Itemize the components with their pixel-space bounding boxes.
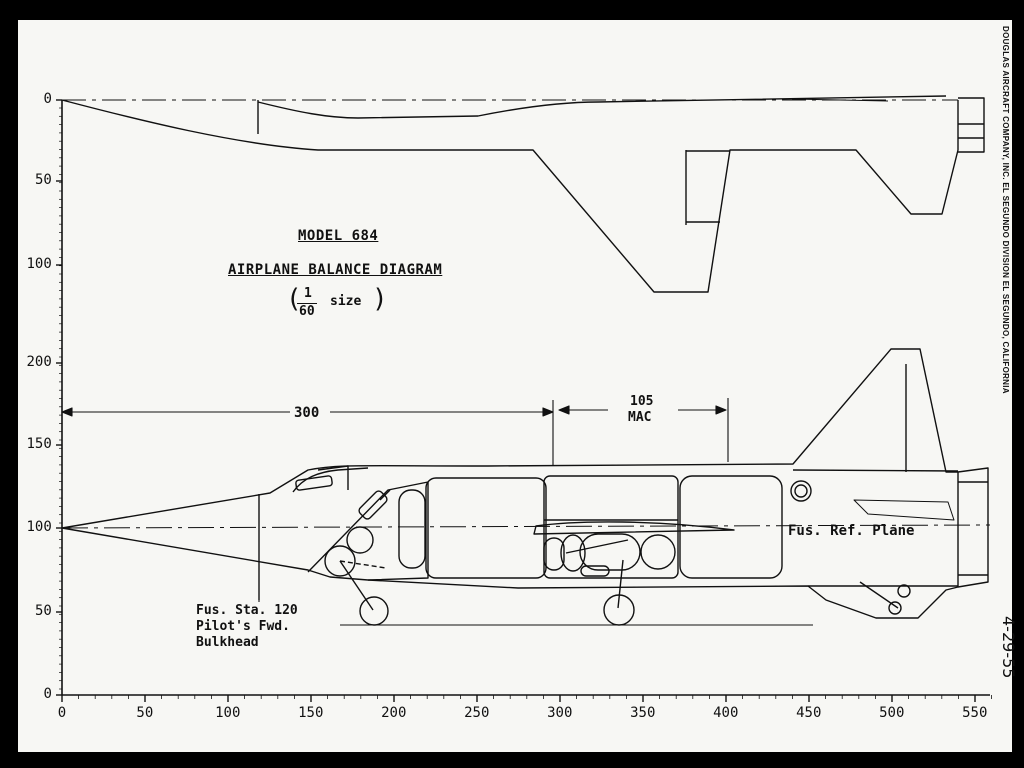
- y-tick-label: 0: [43, 91, 52, 107]
- y-axis-ticks: [56, 99, 62, 696]
- balance-diagram: [56, 95, 992, 702]
- x-tick-label: 150: [298, 705, 324, 721]
- y-tick-label: 50: [35, 172, 52, 188]
- plan-view: [61, 95, 985, 293]
- scale-denominator: 60: [297, 303, 317, 319]
- x-tick-label: 100: [215, 705, 241, 721]
- fus-ref-plane-label: Fus. Ref. Plane: [788, 523, 915, 539]
- axes: [56, 99, 992, 702]
- y-tick-label: 100: [26, 256, 52, 272]
- scale-word: size: [330, 294, 362, 309]
- x-axis-ticks: [61, 695, 992, 702]
- fus-sta-line1: Fus. Sta. 120: [196, 603, 298, 618]
- fus-sta-line3: Bulkhead: [196, 635, 259, 650]
- x-tick-label: 0: [57, 705, 67, 721]
- model-title: MODEL 684: [298, 228, 379, 244]
- x-tick-label: 500: [879, 705, 905, 721]
- diagram-subtitle: AIRPLANE BALANCE DIAGRAM: [228, 262, 443, 278]
- dim-mac-label: MAC: [628, 410, 652, 425]
- y-tick-label: 200: [26, 354, 52, 370]
- x-tick-label: 400: [713, 705, 739, 721]
- y-tick-label: 0: [43, 686, 52, 702]
- y-tick-label: 50: [35, 603, 52, 619]
- y-tick-label: 150: [26, 436, 52, 452]
- x-tick-label: 350: [630, 705, 656, 721]
- scale-numerator: 1: [304, 286, 312, 301]
- x-tick-label: 550: [962, 705, 988, 721]
- scale-close-paren: ): [372, 284, 388, 314]
- dim-mac-value: 105: [630, 394, 654, 409]
- y-tick-label: 100: [26, 519, 52, 535]
- x-tick-label: 300: [547, 705, 573, 721]
- company-block: DOUGLAS AIRCRAFT COMPANY, INC. EL SEGUND…: [1001, 26, 1010, 394]
- drawing-sheet: MODEL 684 AIRPLANE BALANCE DIAGRAM ( 1 6…: [18, 20, 1018, 752]
- fus-sta-line2: Pilot's Fwd.: [196, 619, 290, 634]
- dimension-lines: [61, 398, 729, 602]
- x-tick-label: 450: [796, 705, 822, 721]
- dim-300: 300: [294, 405, 320, 421]
- scale-open-paren: (: [286, 284, 302, 314]
- side-view: [61, 348, 991, 626]
- x-tick-label: 200: [381, 705, 407, 721]
- x-tick-label: 50: [136, 705, 154, 721]
- drawing-date: 4-29-55: [999, 616, 1018, 679]
- x-tick-label: 250: [464, 705, 490, 721]
